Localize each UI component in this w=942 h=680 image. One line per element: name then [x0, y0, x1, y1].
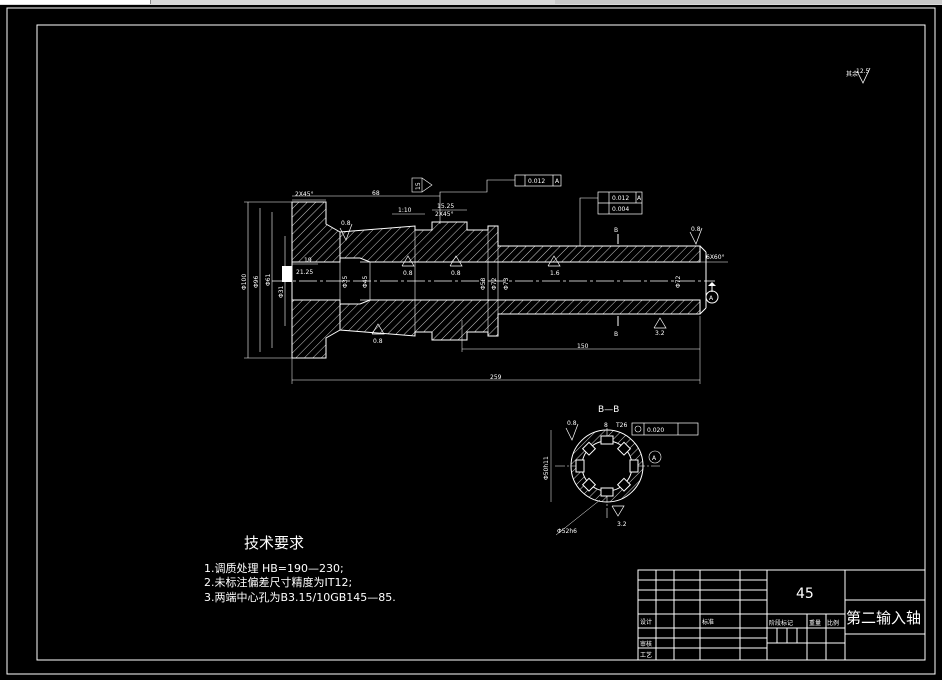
key-slot-mark: [282, 266, 292, 282]
window-top-strip: [0, 0, 942, 5]
tech-req-item: 1.调质处理 HB=190—230;: [204, 562, 344, 575]
svg-text:8: 8: [604, 422, 608, 429]
address-field[interactable]: [0, 0, 151, 4]
svg-text:Φ35: Φ35: [342, 275, 349, 288]
svg-text:Φ52h6: Φ52h6: [557, 528, 577, 535]
svg-text:Φ61: Φ61: [265, 273, 272, 286]
svg-text:A: A: [555, 178, 560, 185]
svg-text:Φ72: Φ72: [491, 277, 498, 290]
part-name: 第二输入轴: [846, 609, 921, 627]
svg-text:2X45°: 2X45°: [435, 211, 454, 218]
svg-text:设计: 设计: [640, 618, 652, 626]
gdt-runout-frame-left: 0.012 A 15: [411, 174, 562, 224]
svg-text:Φ73: Φ73: [503, 277, 510, 290]
svg-text:0.012: 0.012: [612, 195, 629, 202]
svg-text:19: 19: [304, 257, 312, 264]
svg-text:T26: T26: [615, 422, 627, 429]
svg-text:A: A: [652, 455, 657, 462]
title-block-text: 45 第二输入轴 设计 标准 审核 工艺 阶段标记 重量 比例: [640, 586, 921, 659]
svg-text:Φ72: Φ72: [675, 275, 682, 288]
flange-upper-section: [291, 201, 341, 263]
svg-text:Φ100: Φ100: [241, 274, 248, 290]
svg-text:标准: 标准: [702, 618, 714, 626]
material-label: 45: [796, 586, 814, 602]
svg-text:3.2: 3.2: [655, 330, 665, 337]
shaft-upper-section: [339, 221, 701, 263]
shaft-main-view: B B Φ100 Φ96 Φ61 Φ31 Φ35 Φ45 Φ58 Φ72 Φ73…: [241, 174, 728, 384]
svg-text:15: 15: [415, 182, 422, 190]
svg-text:工艺: 工艺: [640, 651, 652, 659]
svg-text:0.8: 0.8: [451, 270, 461, 277]
svg-text:0.8: 0.8: [567, 420, 577, 427]
svg-text:Φ58: Φ58: [480, 277, 487, 290]
svg-text:Φ50h11: Φ50h11: [543, 456, 550, 480]
sheet-outer-border: [6, 7, 936, 675]
svg-text:重量: 重量: [809, 619, 821, 627]
svg-text:B: B: [614, 227, 618, 234]
sheet-inner-border: [36, 24, 926, 661]
svg-text:Φ96: Φ96: [253, 275, 260, 288]
svg-text:其余: 其余: [846, 70, 858, 78]
svg-text:0.012: 0.012: [528, 178, 545, 185]
gdt-frame-right: 0.012 A 0.004: [579, 191, 643, 246]
svg-text:A: A: [709, 295, 714, 302]
tech-req-item: 3.两端中心孔为B3.15/10GB145—85.: [204, 591, 396, 604]
svg-text:0.8: 0.8: [373, 338, 383, 345]
tech-req-title: 技术要求: [244, 534, 304, 552]
svg-text:21.25: 21.25: [296, 269, 313, 276]
flange-lower-section: [291, 299, 341, 359]
svg-text:1:10: 1:10: [398, 207, 412, 214]
roughness-symbols: 0.8 0.8 0.8 1.6 0.8 0.8 3.2: [339, 220, 703, 345]
svg-text:A: A: [637, 195, 642, 202]
svg-text:0.8: 0.8: [341, 220, 351, 227]
tech-req-item: 2.未标注偏差尺寸精度为IT12;: [204, 575, 352, 589]
svg-text:1.6: 1.6: [550, 270, 560, 277]
svg-text:0.8: 0.8: [403, 270, 413, 277]
svg-text:6X60°: 6X60°: [706, 254, 725, 261]
svg-text:0.8: 0.8: [691, 226, 701, 233]
title-block: [637, 569, 926, 661]
svg-text:比例: 比例: [827, 619, 839, 627]
svg-text:阶段标记: 阶段标记: [769, 619, 793, 627]
svg-text:B—B: B—B: [598, 405, 619, 415]
svg-text:审核: 审核: [640, 640, 652, 648]
svg-text:0.020: 0.020: [647, 427, 664, 434]
svg-text:Φ31: Φ31: [278, 285, 285, 298]
svg-text:68: 68: [372, 190, 380, 197]
svg-text:259: 259: [490, 374, 502, 381]
svg-text:Φ45: Φ45: [362, 275, 369, 288]
svg-text:B: B: [614, 331, 618, 338]
shaft-lower-section: [339, 299, 701, 341]
status-field: [555, 0, 942, 4]
general-roughness-note: 其余 12.5: [846, 67, 871, 84]
section-b-b: B—B Φ50h11 Φ52h6 8 T26 0.020 0.8: [543, 405, 699, 536]
svg-text:3.2: 3.2: [617, 521, 627, 528]
svg-text:15.25: 15.25: [437, 203, 454, 210]
technical-requirements: 技术要求 1.调质处理 HB=190—230; 2.未标注偏差尺寸精度为IT12…: [204, 534, 396, 604]
svg-text:2X45°: 2X45°: [295, 191, 314, 198]
svg-text:0.004: 0.004: [612, 206, 629, 213]
svg-text:12.5: 12.5: [856, 68, 870, 75]
svg-text:150: 150: [577, 343, 589, 350]
